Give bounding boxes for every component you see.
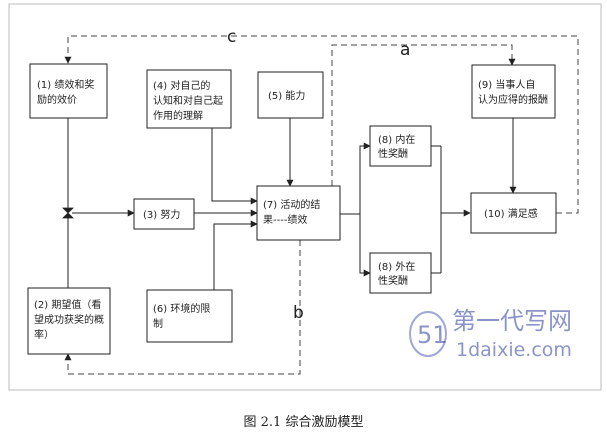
watermark-text-cn: 第一代写网 <box>452 307 572 335</box>
node-n1-line-2: 励的效价 <box>37 93 77 106</box>
node-n2-line-3: 率） <box>34 328 54 341</box>
figure-caption: 图 2.1 综合激励模型 <box>243 415 364 430</box>
node-n6 <box>146 289 233 343</box>
edge-c-n10-n1 <box>64 35 579 214</box>
node-n4 <box>146 69 232 129</box>
edge-n6-n7 <box>213 220 258 290</box>
edge-a-n7-n9 <box>331 44 516 186</box>
node-n6-line-2: 制 <box>153 317 163 330</box>
node-n8a <box>369 125 432 167</box>
node-n4-line-2: 认知和对自己起 <box>153 94 223 107</box>
node-n3 <box>133 198 195 230</box>
edge-split-n8b <box>359 214 371 277</box>
node-n9 <box>471 64 556 119</box>
node-n1 <box>29 63 108 119</box>
diagram-frame <box>8 3 602 391</box>
node-n7 <box>256 185 341 241</box>
node-n8b-line-1: (8) 外在 <box>378 261 415 273</box>
node-n8b-line-2: 性奖酬 <box>378 274 408 287</box>
edge-split-n8a <box>359 142 371 214</box>
edge-b-n7-n2 <box>64 240 301 375</box>
node-n1-line-1: (1) 绩效和奖 <box>37 78 94 91</box>
node-n5 <box>257 71 324 119</box>
watermark-logo-text: 51 <box>417 321 448 349</box>
node-n9-line-1: (9) 当事人自 <box>478 78 535 91</box>
node-n8b <box>369 252 432 294</box>
node-n5-line-1: (5) 能力 <box>268 89 305 102</box>
node-n6-line-1: (6) 环境的限 <box>153 302 210 315</box>
node-n10 <box>470 192 557 234</box>
node-n4-line-1: (4) 对自己的 <box>153 79 210 92</box>
junction-symbol <box>62 207 74 219</box>
node-n7-line-1: (7) 活动的结 <box>263 198 320 211</box>
edge-label-b: b <box>293 303 304 323</box>
node-n3-line-1: (3) 努力 <box>143 208 180 221</box>
edge-n4-n7 <box>211 128 258 205</box>
node-n7-line-2: 果----绩效 <box>263 213 307 226</box>
node-n8a-line-2: 性奖酬 <box>378 147 408 160</box>
watermark-text-en: 1daixie.com <box>456 339 572 361</box>
node-n2-line-2: 望成功获奖的概 <box>34 313 104 326</box>
node-n9-line-2: 认为应得的报酬 <box>478 93 548 106</box>
edge-label-a: a <box>400 40 410 60</box>
node-n10-line-1: (10) 满足感 <box>484 207 538 220</box>
node-labels: (1) 绩效和奖 励的效价 (2) 期望值（看 望成功获奖的概 率） (3) 努… <box>34 78 548 341</box>
node-n8a-line-1: (8) 内在 <box>378 133 415 146</box>
diagram-canvas: c a b (1) 绩效和奖 励的效价 (2) 期望值（看 望成功获奖的概 率）… <box>8 3 602 391</box>
watermark-logo-icon <box>409 311 447 357</box>
edge-label-c: c <box>227 27 236 47</box>
node-n4-line-3: 作用的理解 <box>153 109 203 122</box>
node-n2-line-1: (2) 期望值（看 <box>34 298 101 311</box>
watermark: 51 第一代写网 1daixie.com <box>409 307 572 361</box>
node-n2 <box>27 287 111 355</box>
